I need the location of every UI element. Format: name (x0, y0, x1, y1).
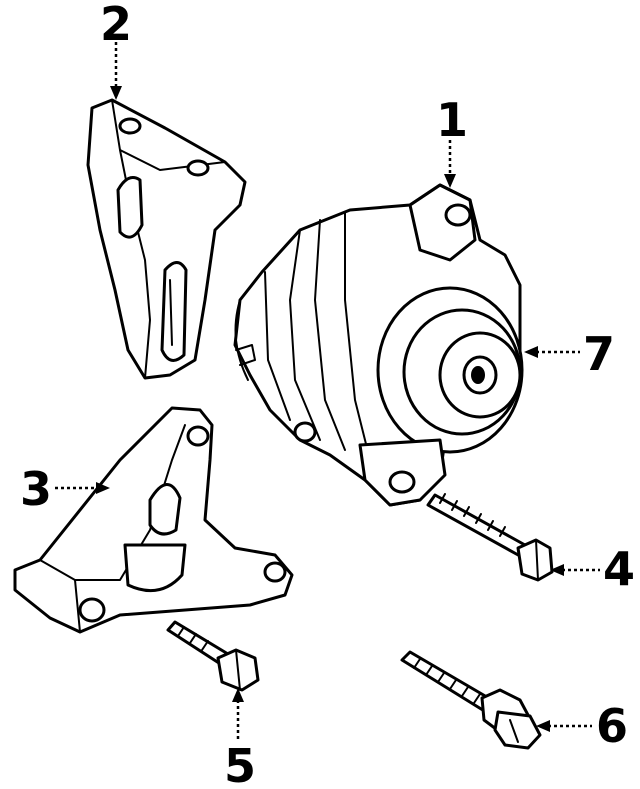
leader-lines (55, 42, 600, 742)
callout-4: 4 (603, 542, 635, 596)
short-bolt-part[interactable] (166, 620, 260, 692)
stud-bolt-part[interactable] (400, 650, 542, 750)
long-bolt-part[interactable] (426, 493, 554, 582)
callout-7: 7 (583, 327, 615, 381)
upper-bracket-part[interactable] (86, 98, 247, 380)
alternator-part[interactable] (233, 183, 524, 507)
lower-bracket-part[interactable] (13, 406, 294, 634)
callout-3: 3 (20, 462, 52, 516)
callout-5: 5 (224, 739, 256, 789)
callout-numbers: 2 1 7 3 4 6 5 (20, 0, 635, 789)
callout-2: 2 (100, 0, 132, 51)
callout-6: 6 (596, 699, 628, 753)
callout-1: 1 (436, 93, 468, 147)
